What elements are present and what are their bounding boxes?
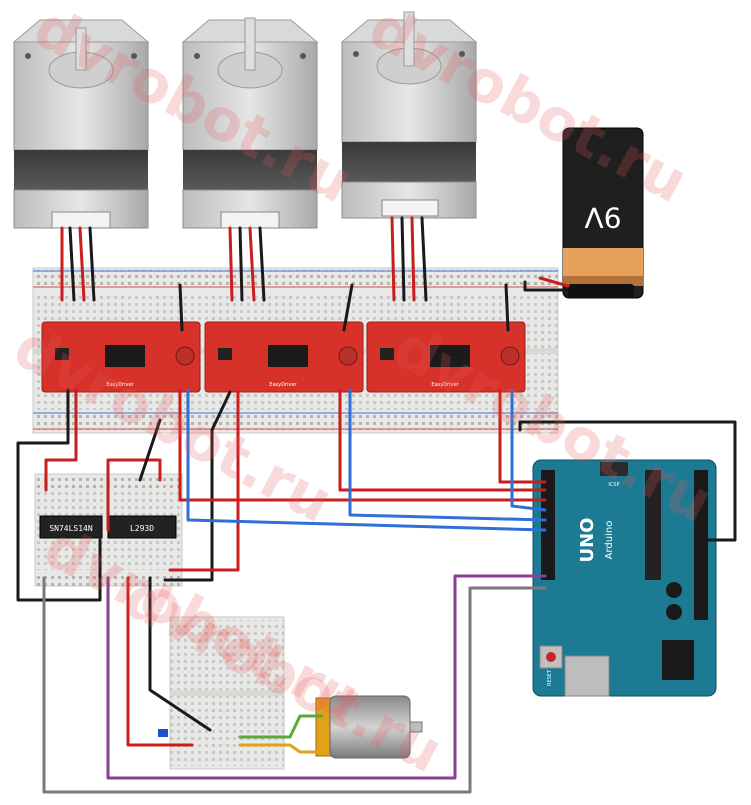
stepper-motor-2 — [181, 17, 319, 229]
diode-component — [158, 729, 168, 737]
wire-driver2-black — [163, 390, 232, 582]
ic-sn74ls14n-label: SN74LS14N — [49, 524, 93, 533]
wire-purple-pwm — [106, 574, 547, 780]
wire-motor3-a — [390, 216, 396, 302]
wire-dc-green — [238, 714, 324, 739]
wire-step3 — [498, 388, 547, 484]
stepper-motors — [12, 11, 478, 229]
wire-motor2-a — [228, 226, 234, 302]
battery-9v: 9V — [562, 127, 644, 299]
wire-gnd-arduino — [518, 420, 737, 542]
wiring — [16, 216, 737, 794]
arduino-brand-label: Arduino — [604, 521, 615, 560]
wire-motor3-d — [420, 216, 428, 302]
wire-driver2-red — [168, 390, 240, 572]
wire-driver2-gnd — [342, 283, 354, 332]
stepper-motor-1 — [12, 19, 150, 229]
wire-motor2-b — [238, 226, 244, 302]
wire-motor2-c — [248, 226, 256, 302]
wire-step2 — [338, 388, 547, 492]
stepper-motor-3 — [340, 11, 478, 219]
wire-battery-neg — [523, 280, 570, 292]
arduino-uno: UNO Arduino ICSP RESET — [532, 459, 717, 697]
arduino-icsp-label: ICSP — [608, 482, 619, 488]
easydriver-2: EasyDriver — [204, 321, 364, 393]
ic-sn74ls14n: SN74LS14N — [39, 515, 103, 539]
wire-motor2-d — [258, 226, 266, 302]
driver-label-1: EasyDriver — [106, 382, 134, 388]
wire-driver1-to-ic — [16, 388, 102, 602]
wire-motor-black — [148, 576, 212, 732]
wire-driver1-gnd — [178, 283, 184, 332]
dc-motor — [315, 695, 423, 759]
wire-driver3-gnd — [504, 283, 510, 332]
ic-l293d: L293D — [107, 515, 177, 539]
wire-motor1-d — [88, 226, 96, 302]
driver-label-2: EasyDriver — [269, 382, 297, 388]
wire-battery-pos — [538, 276, 570, 288]
wire-step1 — [178, 388, 547, 502]
stepper-drivers: EasyDriver EasyDriver EasyDriver — [41, 321, 526, 393]
easydriver-1: EasyDriver — [41, 321, 201, 393]
wire-motor3-b — [400, 216, 406, 302]
arduino-reset-label: RESET — [547, 669, 553, 686]
wire-motor1-c — [78, 226, 86, 302]
wire-dc-yellow — [238, 743, 324, 754]
easydriver-3: EasyDriver — [366, 321, 526, 393]
wire-motor-red — [126, 576, 194, 747]
wire-ic-red-loop — [106, 458, 162, 532]
driver-label-3: EasyDriver — [431, 382, 459, 388]
ic-l293d-label: L293D — [130, 524, 154, 533]
wire-dir2 — [348, 388, 547, 522]
wire-motor3-c — [410, 216, 416, 302]
wire-dir1 — [186, 388, 547, 532]
wire-driver1-red — [44, 388, 78, 492]
wire-ic-jumper — [138, 418, 162, 482]
wire-gray-signal — [42, 576, 547, 794]
battery-label: 9V — [585, 201, 622, 234]
wire-motor1-b — [68, 226, 76, 302]
wire-dir3 — [510, 388, 547, 512]
small-breadboard — [169, 616, 285, 770]
arduino-model-label: UNO — [577, 518, 598, 563]
